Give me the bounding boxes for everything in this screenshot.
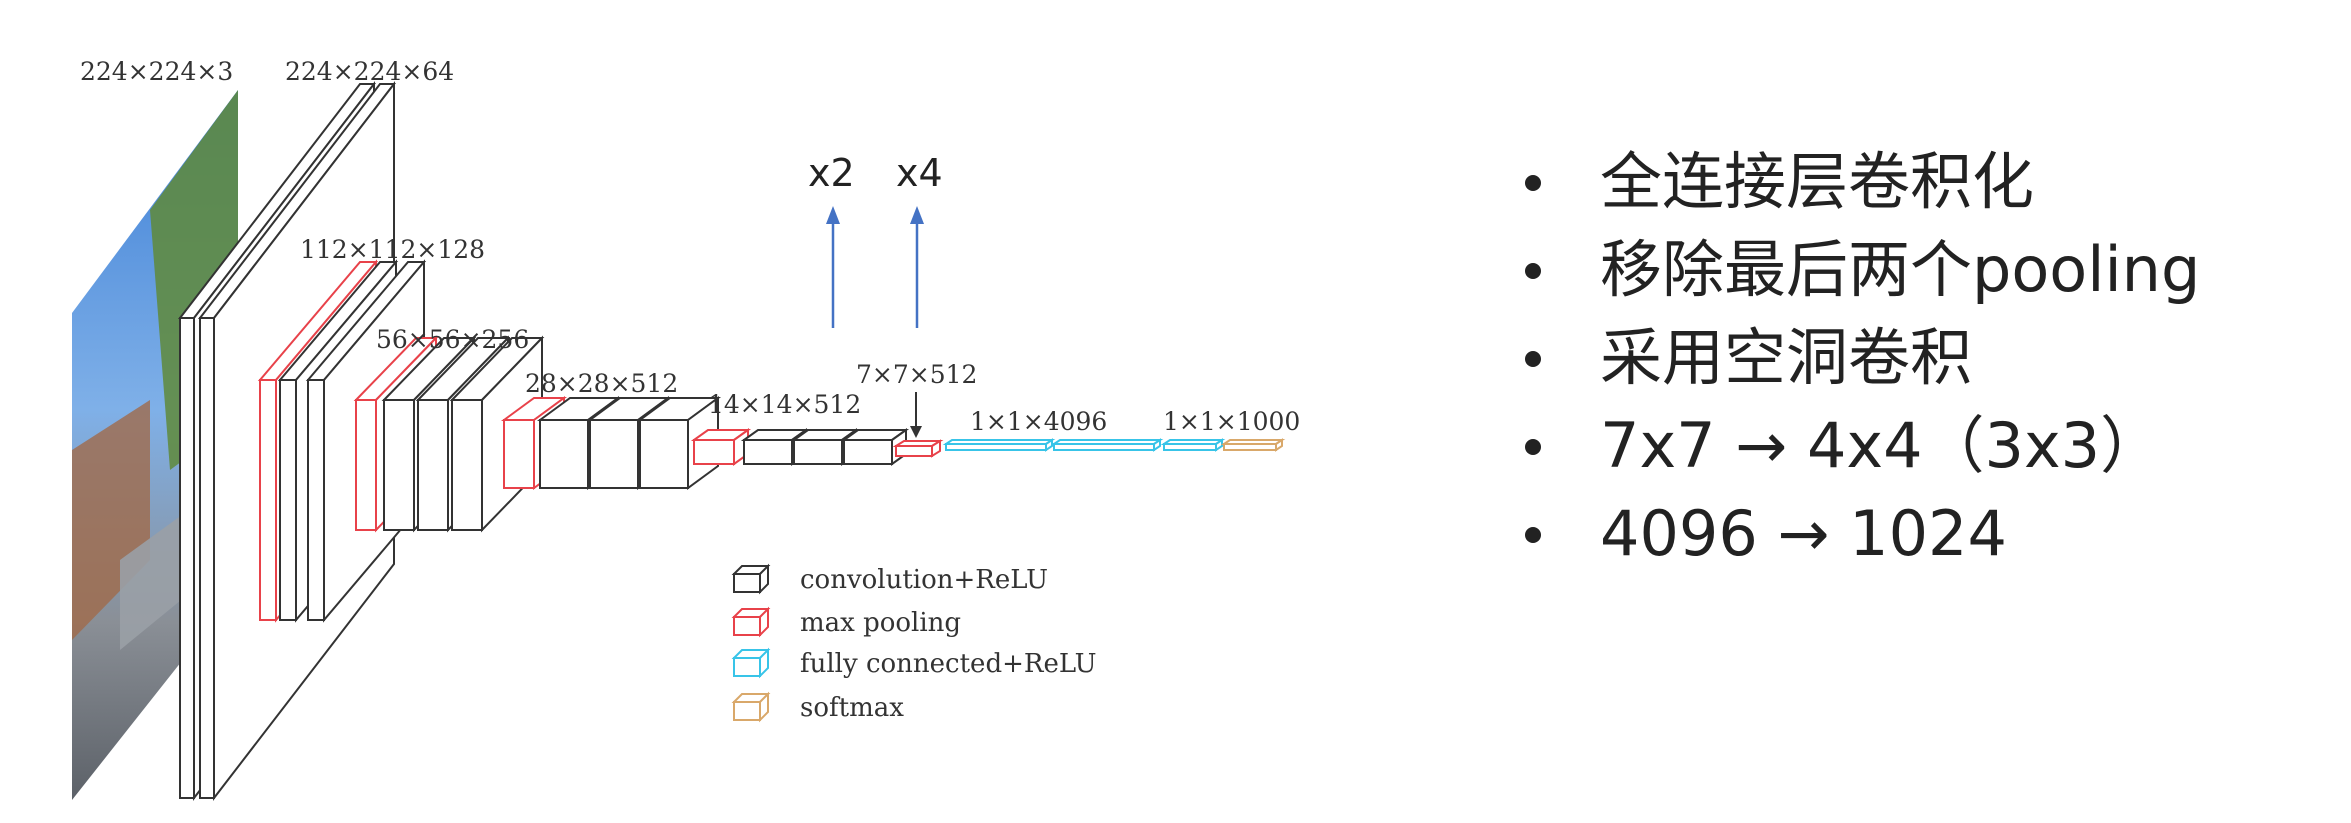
- bullet-text: 7x7 → 4x4（3x3）: [1600, 409, 2163, 482]
- fc-block: [1160, 438, 1226, 452]
- stage-label: 56×56×256: [376, 325, 529, 354]
- arrow-up-icon: [826, 206, 840, 224]
- bullet-text: 全连接层卷积化: [1600, 145, 2035, 218]
- legend-label: convolution+ReLU: [800, 565, 1048, 595]
- bullet-dot: [1525, 439, 1541, 455]
- bullet-text: 4096 → 1024: [1600, 497, 2007, 570]
- pointer-arrowhead: [910, 426, 922, 438]
- legend-swatch-icon: [731, 563, 771, 595]
- legend-swatch-icon: [731, 606, 771, 638]
- arrow-label: x2: [808, 151, 855, 195]
- fc-block: [1050, 438, 1164, 452]
- softmax-block: [1220, 438, 1286, 452]
- legend: convolution+ReLU max pooling fully conne…: [731, 563, 1097, 723]
- bullet-dot: [1525, 351, 1541, 367]
- bullet-item: 7x7 → 4x4（3x3）: [1515, 402, 2200, 490]
- bullet-text: 采用空洞卷积: [1600, 321, 1973, 394]
- bullet-dot: [1525, 263, 1541, 279]
- bullet-list: 全连接层卷积化 移除最后两个pooling 采用空洞卷积 7x7 → 4x4（3…: [1515, 138, 2200, 578]
- dilation-arrow: x4: [896, 151, 943, 328]
- layer-boxes: [177, 81, 1286, 801]
- bullet-item: 采用空洞卷积: [1515, 314, 2200, 402]
- legend-swatch-icon: [731, 647, 771, 679]
- bullet-text: 移除最后两个pooling: [1600, 233, 2201, 306]
- bullet-dot: [1525, 527, 1541, 543]
- stage-label: 224×224×64: [285, 57, 454, 86]
- stage-label: 14×14×512: [708, 390, 861, 419]
- stage-label: 1×1×1000: [1163, 407, 1300, 436]
- pool-block: [690, 428, 752, 466]
- arrow-label: x4: [896, 151, 943, 195]
- legend-label: max pooling: [800, 608, 961, 638]
- bullet-dot: [1525, 175, 1541, 191]
- fc-block: [942, 438, 1056, 452]
- bullet-item: 移除最后两个pooling: [1515, 226, 2200, 314]
- legend-swatch-icon: [731, 691, 771, 723]
- pool-block: [892, 439, 944, 458]
- bullet-item: 全连接层卷积化: [1515, 138, 2200, 226]
- legend-label: softmax: [800, 693, 904, 723]
- image-dim-label: 224×224×3: [80, 57, 233, 86]
- stage-label: 28×28×512: [525, 369, 678, 398]
- stage-label: 7×7×512: [856, 360, 977, 389]
- arrow-up-icon: [910, 206, 924, 224]
- stage-label: 112×112×128: [300, 235, 485, 264]
- bullet-item: 4096 → 1024: [1515, 490, 2200, 578]
- legend-label: fully connected+ReLU: [800, 649, 1097, 679]
- stage-label: 1×1×4096: [970, 407, 1107, 436]
- dilation-arrow: x2: [808, 151, 855, 328]
